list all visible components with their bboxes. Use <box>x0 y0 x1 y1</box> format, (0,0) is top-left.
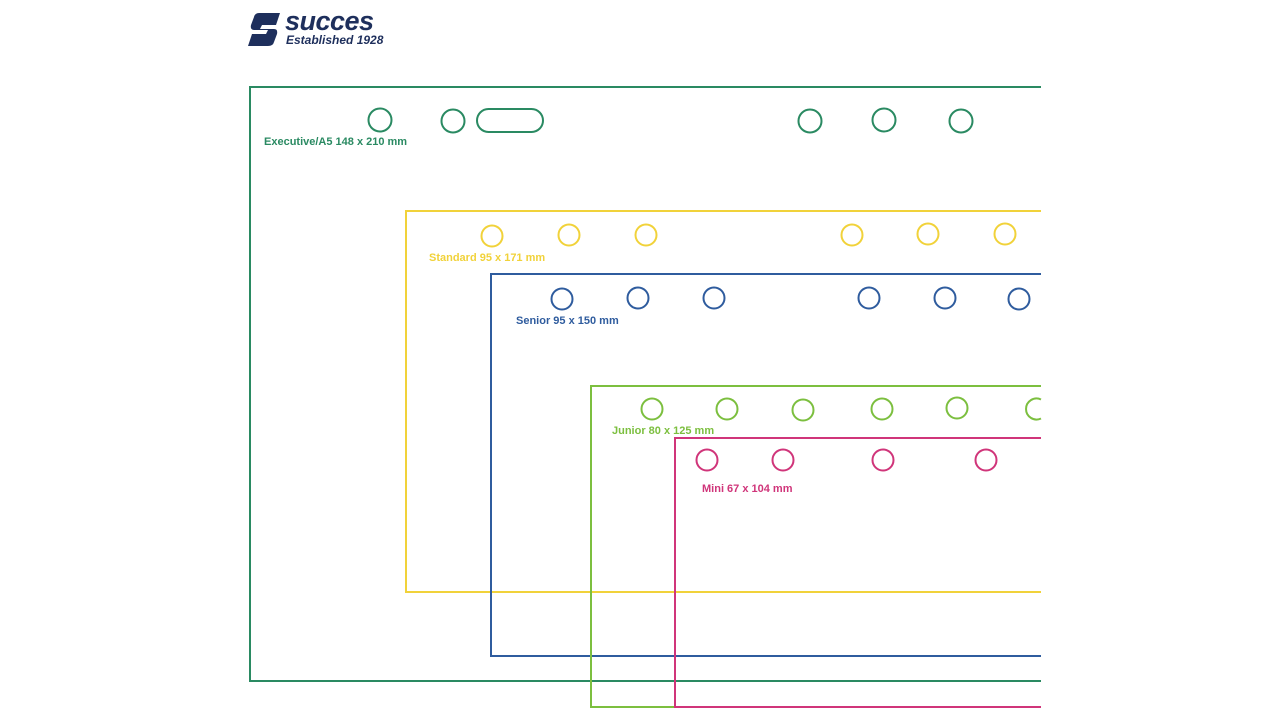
brand-name: succes <box>285 6 374 36</box>
format-label-executive: Executive/A5 148 x 210 mm <box>264 136 407 148</box>
punch-hole <box>715 397 739 421</box>
punch-hole <box>550 287 574 311</box>
punch-hole <box>840 223 864 247</box>
format-label-junior: Junior 80 x 125 mm <box>612 425 714 437</box>
format-outline <box>674 437 1041 708</box>
punch-hole <box>993 222 1017 246</box>
format-outline <box>490 273 1041 657</box>
punch-hole <box>870 397 894 421</box>
format-standard: Standard 95 x 171 mm <box>405 210 1041 593</box>
punch-hole <box>440 108 466 134</box>
punch-hole <box>557 223 581 247</box>
punch-slot <box>476 108 544 133</box>
punch-hole <box>702 286 726 310</box>
format-junior: Junior 80 x 125 mm <box>590 385 1042 708</box>
punch-hole <box>634 223 658 247</box>
punch-hole <box>480 224 504 248</box>
punch-hole <box>948 108 974 134</box>
format-mini: Mini 67 x 104 mm <box>674 437 1041 708</box>
brand-tagline: Established 1928 <box>286 33 384 47</box>
format-executive: Executive/A5 148 x 210 mm <box>249 86 1041 682</box>
format-label-senior: Senior 95 x 150 mm <box>516 315 619 327</box>
punch-hole <box>797 108 823 134</box>
punch-hole <box>640 397 664 421</box>
punch-hole <box>1007 287 1031 311</box>
punch-hole <box>933 286 957 310</box>
punch-hole <box>626 286 650 310</box>
format-label-mini: Mini 67 x 104 mm <box>702 483 793 495</box>
punch-hole <box>916 222 940 246</box>
format-senior: Senior 95 x 150 mm <box>490 273 1041 657</box>
punch-hole <box>974 448 998 472</box>
format-outline <box>249 86 1041 682</box>
punch-hole <box>367 107 393 133</box>
punch-hole <box>871 448 895 472</box>
punch-hole <box>945 396 969 420</box>
succes-logo-icon <box>248 13 280 46</box>
format-outline <box>405 210 1041 593</box>
punch-hole <box>695 448 719 472</box>
punch-hole <box>1025 397 1042 421</box>
format-label-standard: Standard 95 x 171 mm <box>429 252 545 264</box>
punch-hole <box>791 398 815 422</box>
punch-hole <box>857 286 881 310</box>
punch-hole <box>871 107 897 133</box>
punch-hole <box>771 448 795 472</box>
